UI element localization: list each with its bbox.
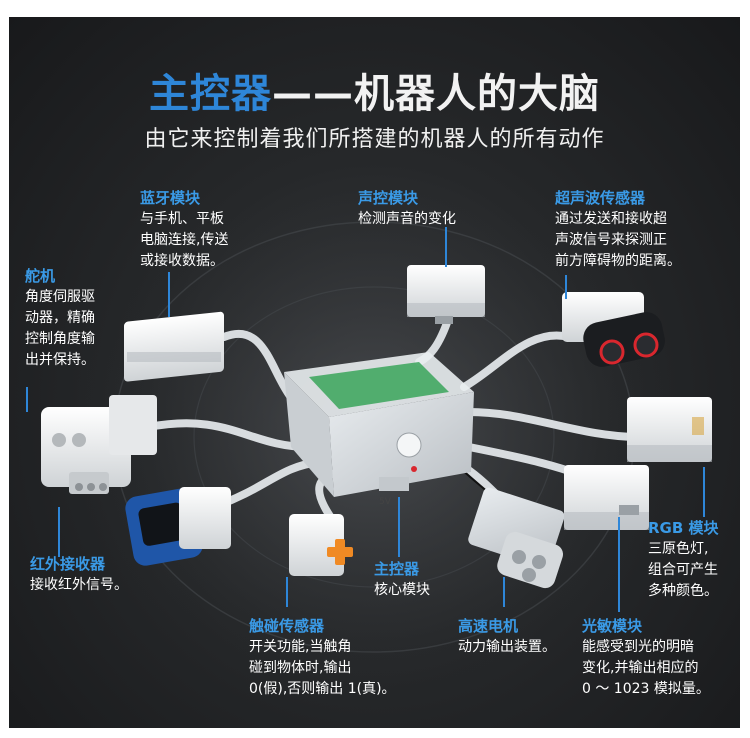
servo-title: 舵机 bbox=[25, 267, 56, 285]
infrared-receiver-image bbox=[125, 487, 231, 566]
label-light: 光敏模块 能感受到光的明暗 变化,并输出相应的 0 ～ 1023 模拟量。 bbox=[582, 615, 710, 700]
touch-sensor-image bbox=[289, 514, 353, 576]
infrared-title: 红外接收器 bbox=[30, 555, 106, 573]
servo-desc: 角度伺服驱 动器，精确 控制角度输 出并保持。 bbox=[25, 289, 95, 368]
page-subtitle: 由它来控制着我们所搭建的机器人的所有动作 bbox=[144, 127, 605, 152]
motor-image bbox=[468, 487, 565, 589]
bluetooth-title: 蓝牙模块 bbox=[140, 189, 201, 207]
label-infrared: 红外接收器 接收红外信号。 bbox=[30, 553, 128, 596]
label-bluetooth: 蓝牙模块 与手机、平板 电脑连接,传送 或接收数据。 bbox=[140, 187, 228, 272]
title-rest: ——机器人的大脑 bbox=[272, 71, 600, 117]
label-rgb: RGB 模块 三原色灯, 组合可产生 多种颜色。 bbox=[648, 517, 719, 602]
sound-desc: 检测声音的变化 bbox=[358, 211, 456, 227]
controller-voltage: 5V bbox=[379, 497, 392, 507]
controller-desc: 核心模块 bbox=[374, 582, 430, 598]
infrared-desc: 接收红外信号。 bbox=[30, 577, 128, 593]
motor-title: 高速电机 bbox=[458, 617, 519, 635]
page-title: 主控器——机器人的大脑 bbox=[9, 61, 740, 119]
ultrasonic-desc: 通过发送和接收超 声波信号来探测正 前方障碍物的距离。 bbox=[555, 211, 681, 269]
servo-image bbox=[41, 395, 157, 494]
sound-title: 声控模块 bbox=[358, 189, 419, 207]
label-sound: 声控模块 检测声音的变化 bbox=[358, 187, 456, 230]
light-title: 光敏模块 bbox=[582, 617, 643, 635]
label-servo: 舵机 角度伺服驱 动器，精确 控制角度输 出并保持。 bbox=[25, 265, 95, 371]
modules-illustration: 5V bbox=[26, 187, 712, 687]
touch-title: 触碰传感器 bbox=[249, 617, 325, 635]
label-controller: 主控器 核心模块 bbox=[374, 558, 430, 601]
light-desc: 能感受到光的明暗 变化,并输出相应的 0 ～ 1023 模拟量。 bbox=[582, 639, 710, 697]
title-main: 主控器 bbox=[149, 71, 272, 117]
main-controller-image: 5V bbox=[284, 352, 474, 507]
rgb-module-image bbox=[627, 397, 712, 462]
label-ultrasonic: 超声波传感器 通过发送和接收超 声波信号来探测正 前方障碍物的距离。 bbox=[555, 187, 681, 272]
ultrasonic-title: 超声波传感器 bbox=[555, 189, 646, 207]
motor-desc: 动力输出装置。 bbox=[458, 639, 556, 655]
infographic-panel: 主控器——机器人的大脑 由它来控制着我们所搭建的机器人的所有动作 bbox=[9, 17, 740, 728]
rgb-title: RGB 模块 bbox=[648, 519, 719, 537]
leader-lines bbox=[26, 227, 705, 612]
sound-module-image bbox=[407, 265, 485, 324]
bluetooth-desc: 与手机、平板 电脑连接,传送 或接收数据。 bbox=[140, 211, 229, 269]
controller-title: 主控器 bbox=[374, 560, 420, 578]
rgb-desc: 三原色灯, 组合可产生 多种颜色。 bbox=[648, 541, 718, 599]
touch-desc: 开关功能,当触角 碰到物体时,输出 0(假),否则输出 1(真)。 bbox=[249, 639, 396, 697]
label-touch: 触碰传感器 开关功能,当触角 碰到物体时,输出 0(假),否则输出 1(真)。 bbox=[249, 615, 396, 700]
light-sensor-image bbox=[564, 465, 649, 530]
label-motor: 高速电机 动力输出装置。 bbox=[458, 615, 556, 658]
ultrasonic-sensor-image bbox=[562, 292, 665, 367]
bluetooth-module-image bbox=[124, 311, 224, 382]
